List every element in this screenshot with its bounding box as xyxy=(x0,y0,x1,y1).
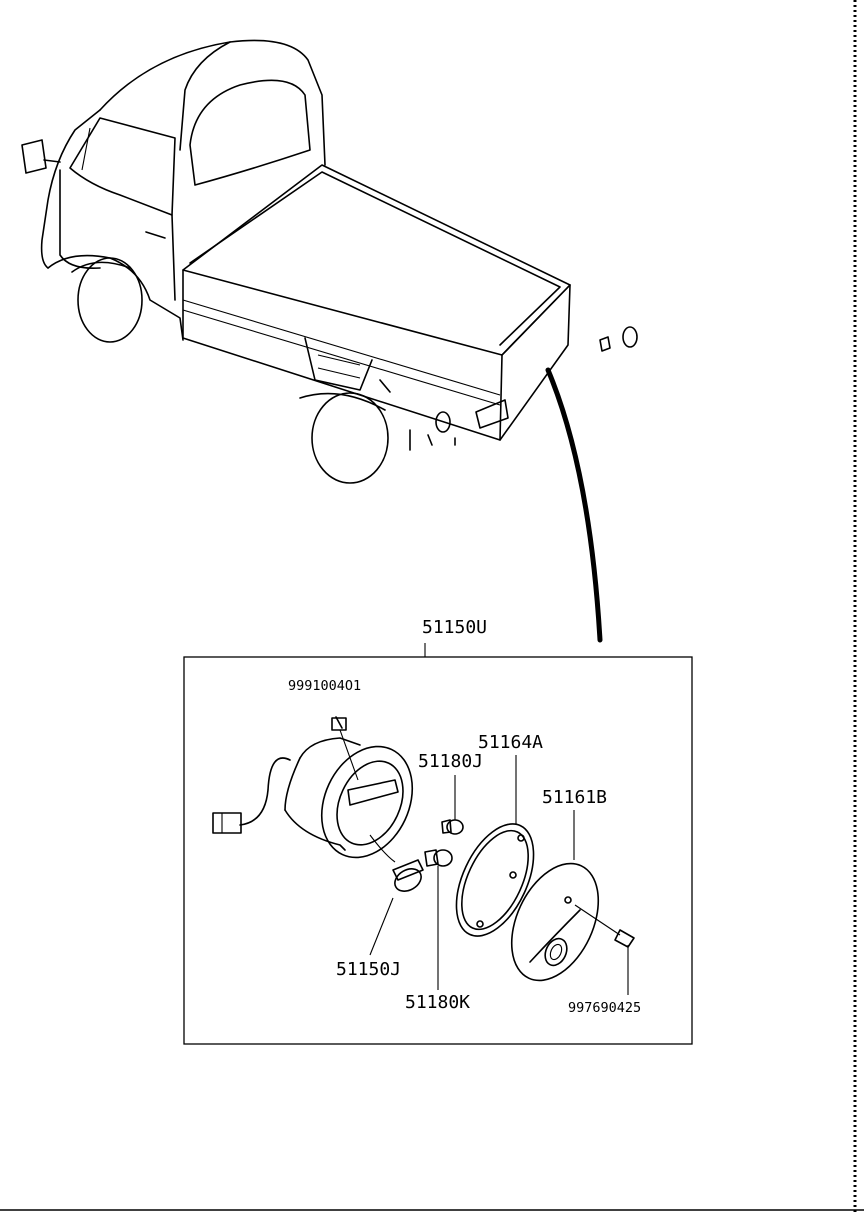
bulb-main-leader xyxy=(369,897,394,956)
bulb-small-2-label: 51180K xyxy=(405,992,470,1013)
assembly-box xyxy=(183,656,693,1045)
assembly-label: 51150U xyxy=(422,617,487,638)
screw-lens-icon xyxy=(574,904,635,995)
lens-icon xyxy=(510,810,600,982)
bulb-main-icon xyxy=(369,834,424,892)
lens-label: 51161B xyxy=(542,787,607,808)
lamp-housing xyxy=(284,737,414,859)
lens-gasket-label: 51164A xyxy=(478,732,543,753)
screw-top-label: 9991004O1 xyxy=(288,678,361,694)
screw-top-icon xyxy=(331,716,359,781)
wire-connector xyxy=(212,757,291,834)
truck-illustration xyxy=(21,39,638,484)
bulb-small-1-icon xyxy=(441,775,464,835)
bulb-main-label: 51150J xyxy=(336,959,401,980)
lens-gasket-icon xyxy=(455,755,535,937)
bulb-small-2-icon xyxy=(424,849,453,990)
bulb-small-1-label: 51180J xyxy=(418,751,483,772)
pointer-leader xyxy=(545,367,603,643)
screw-lens-label: 997690425 xyxy=(568,1000,641,1016)
